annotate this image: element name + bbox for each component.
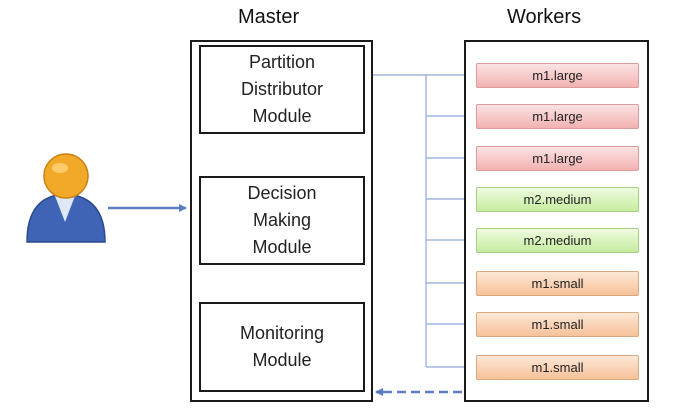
decision-making-module: Decision Making Module	[199, 176, 365, 265]
workers-title: Workers	[507, 6, 582, 28]
distributor-bus	[373, 72, 473, 370]
module-label-line: Monitoring	[239, 323, 325, 343]
worker-node: m1.small	[476, 355, 639, 380]
worker-node: m1.small	[476, 312, 639, 337]
monitoring-module: Monitoring Module	[199, 302, 365, 392]
module-label-line: Decision	[247, 183, 317, 203]
worker-node: m1.large	[476, 104, 639, 129]
workers-panel	[464, 40, 649, 402]
partition-distributor-module: Partition Distributor Module	[199, 45, 365, 134]
module-label-line: Making	[252, 210, 312, 230]
module-label-line: Partition	[248, 52, 316, 72]
worker-node: m2.medium	[476, 187, 639, 212]
module-label-line: Module	[252, 350, 312, 370]
worker-node: m1.large	[476, 146, 639, 171]
worker-node: m1.large	[476, 63, 639, 88]
worker-node: m2.medium	[476, 228, 639, 253]
module-label-line: Module	[252, 106, 312, 126]
worker-node: m1.small	[476, 271, 639, 296]
module-label-line: Module	[252, 237, 312, 257]
module-label-line: Distributor	[240, 79, 324, 99]
user-icon	[26, 153, 106, 243]
master-title: Master	[238, 6, 300, 28]
